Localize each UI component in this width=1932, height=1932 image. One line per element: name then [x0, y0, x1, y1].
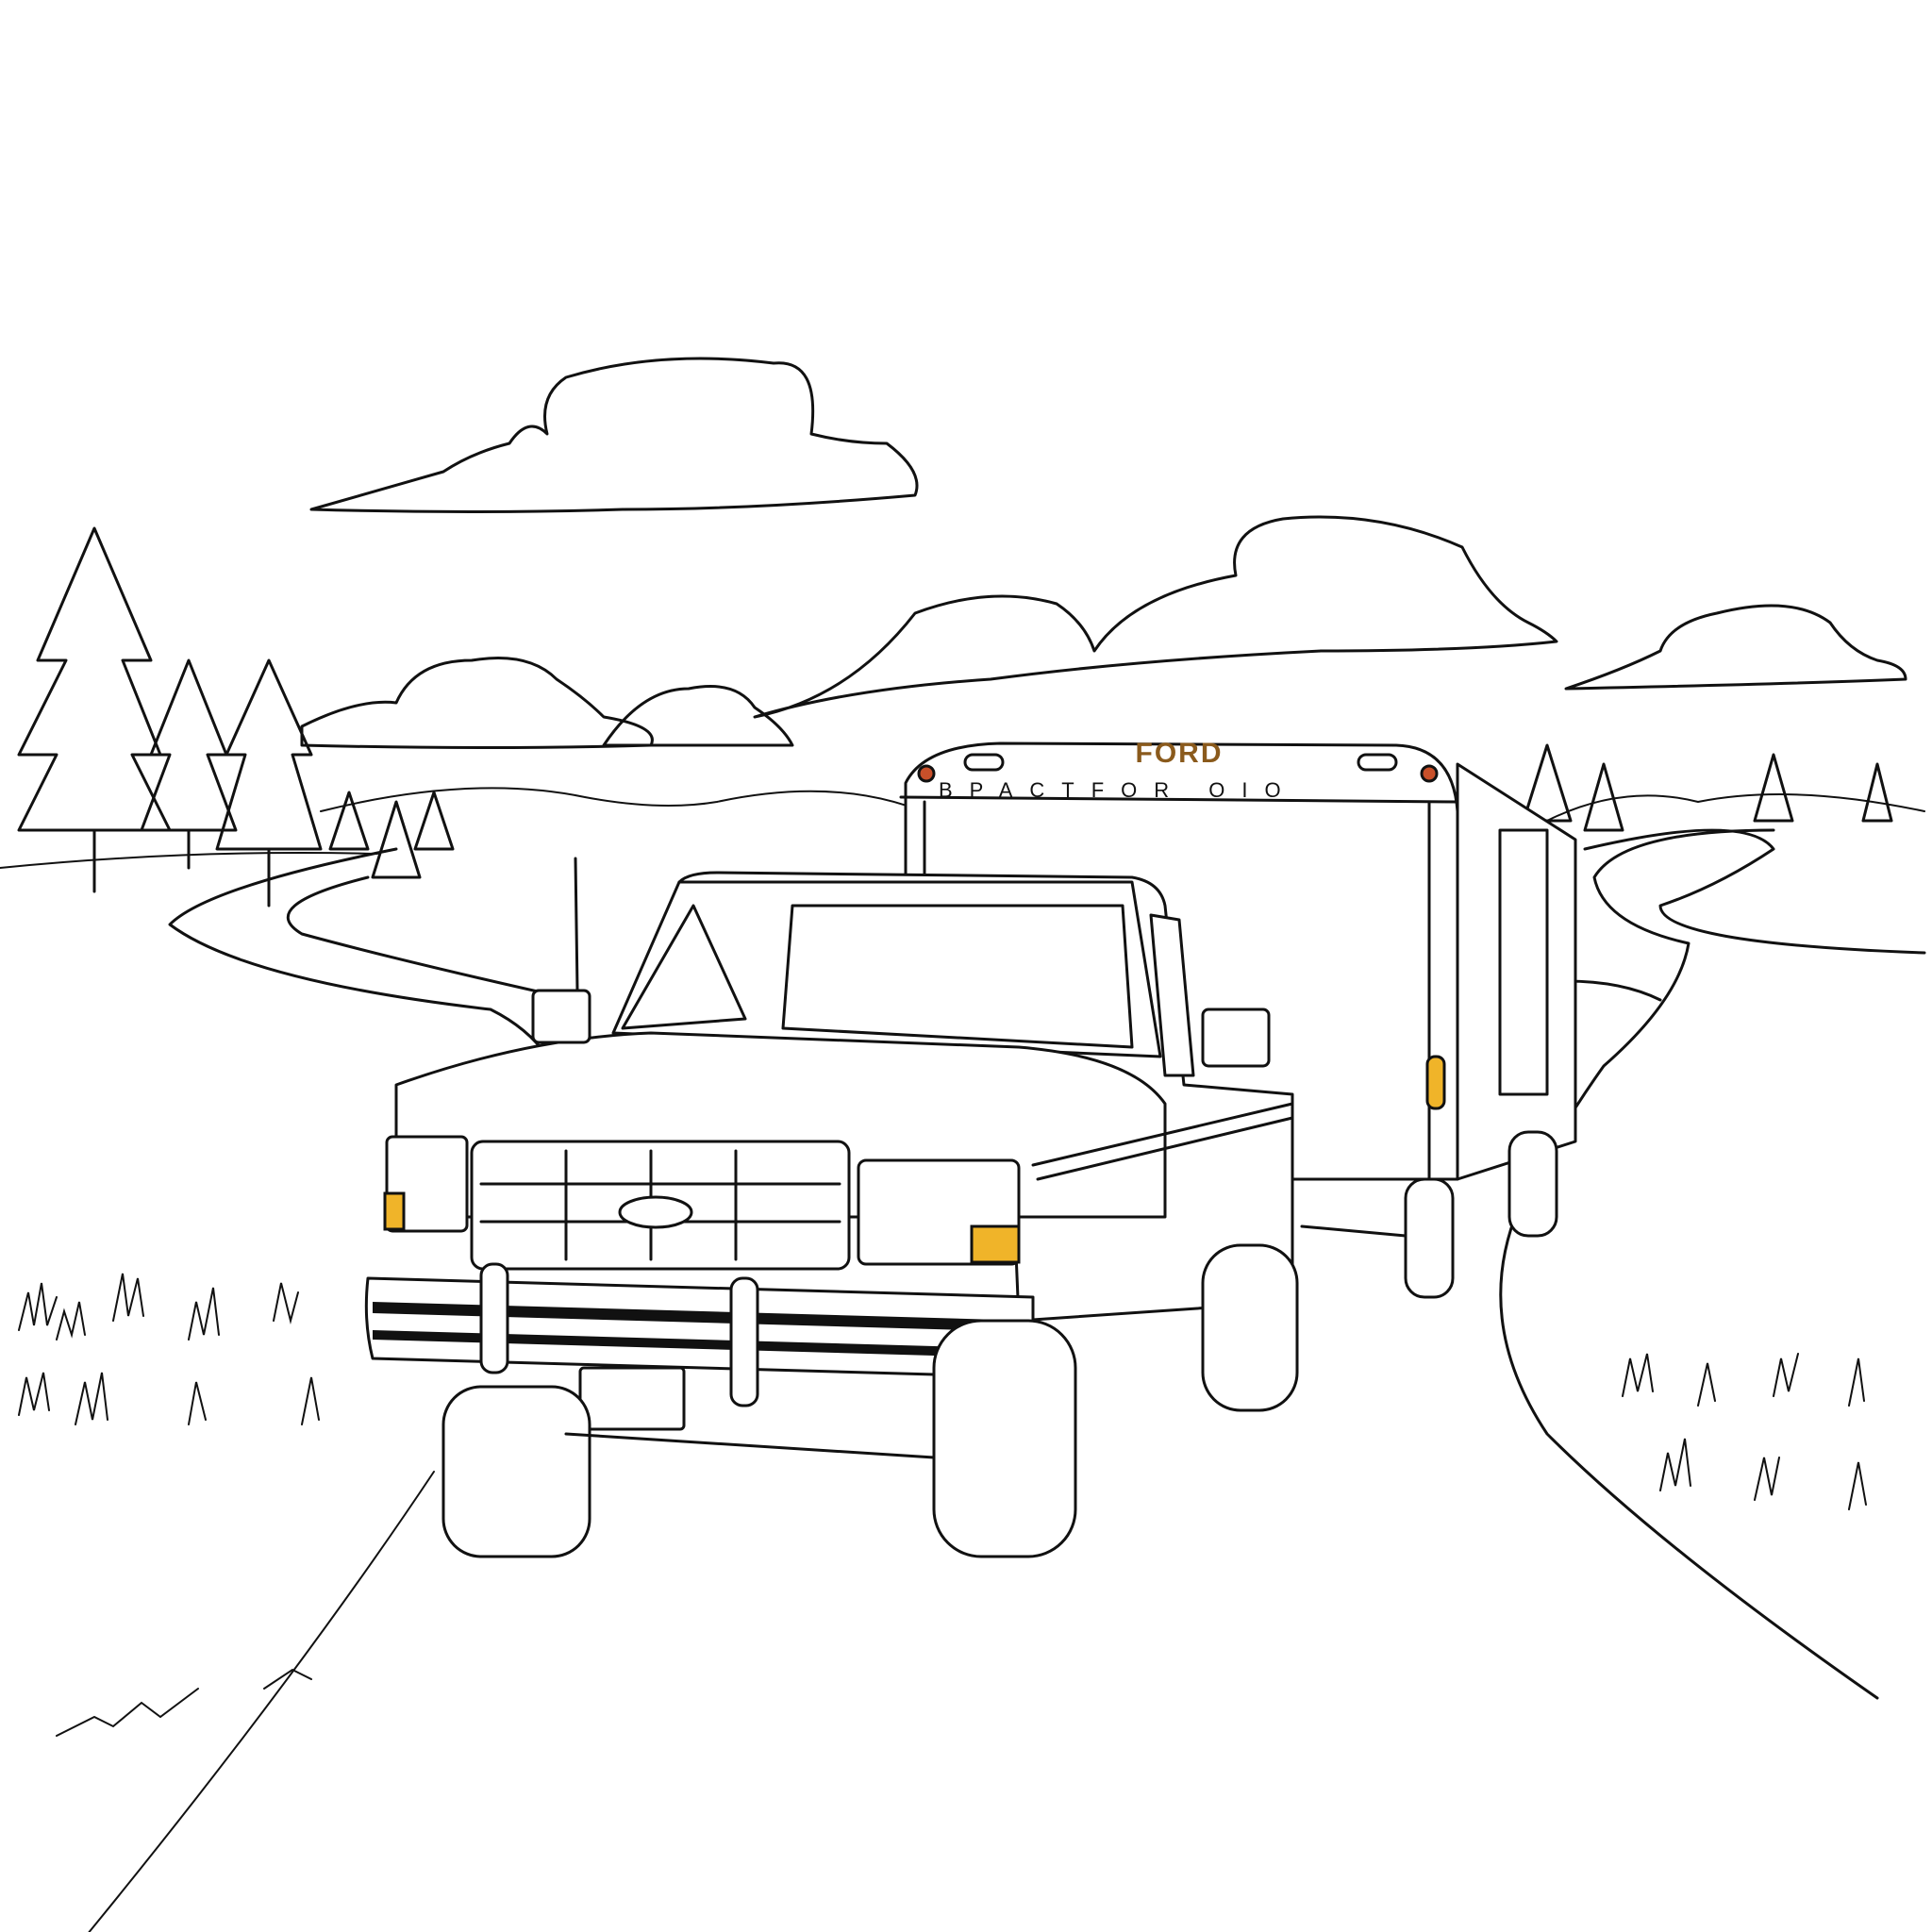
license-plate	[578, 1366, 686, 1431]
turn-signal-left	[383, 1191, 406, 1231]
trees-left	[17, 526, 455, 908]
truck	[364, 857, 1299, 1558]
trailer-side-light	[1425, 1055, 1446, 1110]
ford-badge	[618, 1195, 693, 1229]
marker-light-left	[917, 764, 936, 783]
clouds	[300, 357, 1907, 749]
marker-light-right	[1420, 764, 1439, 783]
trailer-strip-text: BPACTFOR OIO	[939, 778, 1298, 802]
trees-right	[1522, 743, 1893, 832]
trailer-brand-text: FORD	[1136, 738, 1224, 769]
grass	[18, 1273, 1867, 1737]
turn-signal-right	[970, 1224, 1021, 1264]
